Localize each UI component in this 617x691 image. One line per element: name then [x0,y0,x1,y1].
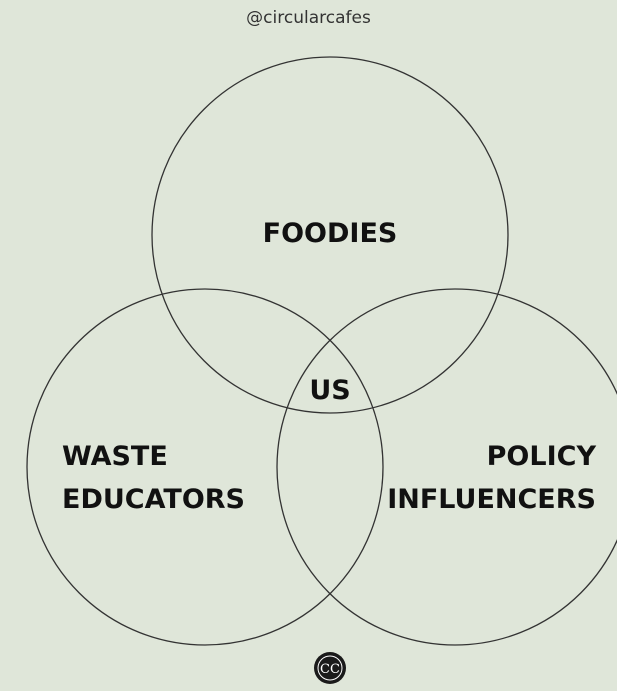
waste-educators-circle [26,288,384,646]
policy-label-line2: INFLUENCERS [387,484,596,515]
circular-cafes-logo-icon: CC [314,652,346,684]
handle-text: @circularcafes [246,8,371,28]
policy-influencers-circle [276,288,617,646]
waste-label-line1: WASTE [62,441,168,472]
waste-label-line2: EDUCATORS [62,484,245,515]
us-label: US [309,375,350,406]
foodies-label: FOODIES [263,218,398,249]
foodies-circle [151,56,509,414]
logo-text: CC [320,662,340,677]
policy-label-line1: POLICY [487,441,597,472]
